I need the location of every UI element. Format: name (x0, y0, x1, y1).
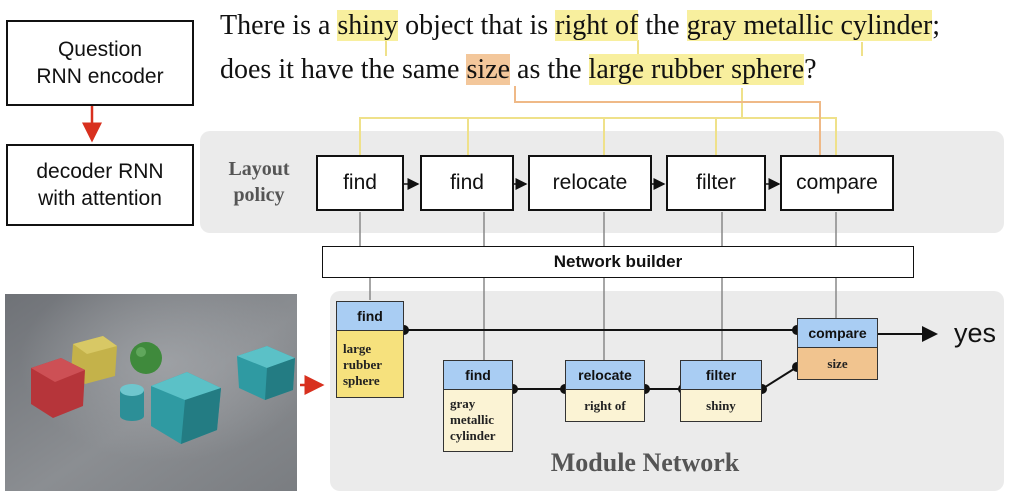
module-filter: filter shiny (680, 360, 762, 422)
q1-seg-0: There is a (220, 10, 338, 41)
q2-seg-0: does it have the same (220, 54, 467, 85)
module-arg: large rubber sphere (336, 330, 404, 398)
attention-lines-orange (514, 86, 821, 155)
question-rnn-encoder-box: Question RNN encoder (6, 20, 194, 106)
q2-seg-4: ? (804, 54, 817, 85)
q1-seg-5: gray metallic cylinder (686, 10, 933, 41)
scene-image (5, 294, 297, 491)
layout-step-compare: compare (780, 155, 894, 211)
module-name: filter (680, 360, 762, 390)
module-arg-line: rubber (343, 357, 382, 372)
module-name: find (443, 360, 513, 390)
q2-seg-1: size (466, 54, 511, 85)
layout-step-filter: filter (666, 155, 766, 211)
q1-seg-1: shiny (337, 10, 399, 41)
module-arg: right of (565, 389, 645, 422)
module-compare: compare size (797, 318, 878, 380)
module-find-large-rubber-sphere: find large rubber sphere (336, 301, 404, 398)
encoder-label-line1: Question (57, 38, 143, 61)
module-arg-line: gray (450, 396, 476, 411)
layout-step-relocate: relocate (528, 155, 652, 211)
q2-seg-2: as the (510, 54, 589, 85)
module-arg: shiny (680, 389, 762, 422)
module-arg-line: right of (584, 397, 626, 413)
q1-seg-4: the (638, 10, 687, 41)
module-name: compare (797, 318, 878, 348)
decoder-label-line2: with attention (38, 187, 162, 210)
question-line-2: does it have the same size as the large … (220, 52, 817, 88)
decoder-rnn-box: decoder RNN with attention (6, 144, 194, 226)
q2-seg-3: large rubber sphere (588, 54, 805, 85)
layout-policy-label-line1: Layout (228, 158, 290, 180)
module-arg: size (797, 347, 878, 380)
q1-seg-3: right of (555, 10, 639, 41)
question-line-1: There is a shiny object that is right of… (220, 8, 940, 44)
module-arg-line: shiny (706, 397, 736, 413)
q1-seg-6: ; (932, 10, 941, 41)
module-network-label: Module Network (550, 448, 740, 477)
module-arg-line: metallic (450, 412, 495, 427)
module-arg-line: sphere (343, 373, 380, 388)
layout-policy-label-line2: policy (233, 184, 285, 206)
decoder-label-line1: decoder RNN (36, 160, 164, 183)
network-builder-bar: Network builder (322, 246, 914, 278)
module-find-gray-metallic-cylinder: find gray metallic cylinder (443, 360, 513, 452)
q1-seg-2: object that is (398, 10, 556, 41)
attention-lines-yellow (359, 40, 863, 155)
module-name: find (336, 301, 404, 331)
layout-policy-label: Layout policy (206, 156, 312, 208)
answer-text: yes (954, 318, 997, 348)
module-name: relocate (565, 360, 645, 390)
module-arg-line: cylinder (450, 428, 496, 443)
encoder-label-line2: RNN encoder (36, 65, 164, 88)
module-arg-line: size (827, 355, 848, 371)
module-arg: gray metallic cylinder (443, 389, 513, 452)
layout-step-find-1: find (316, 155, 404, 211)
module-relocate: relocate right of (565, 360, 645, 422)
module-network-panel (330, 291, 1004, 491)
module-arg-line: large (343, 341, 372, 356)
layout-step-find-2: find (420, 155, 514, 211)
